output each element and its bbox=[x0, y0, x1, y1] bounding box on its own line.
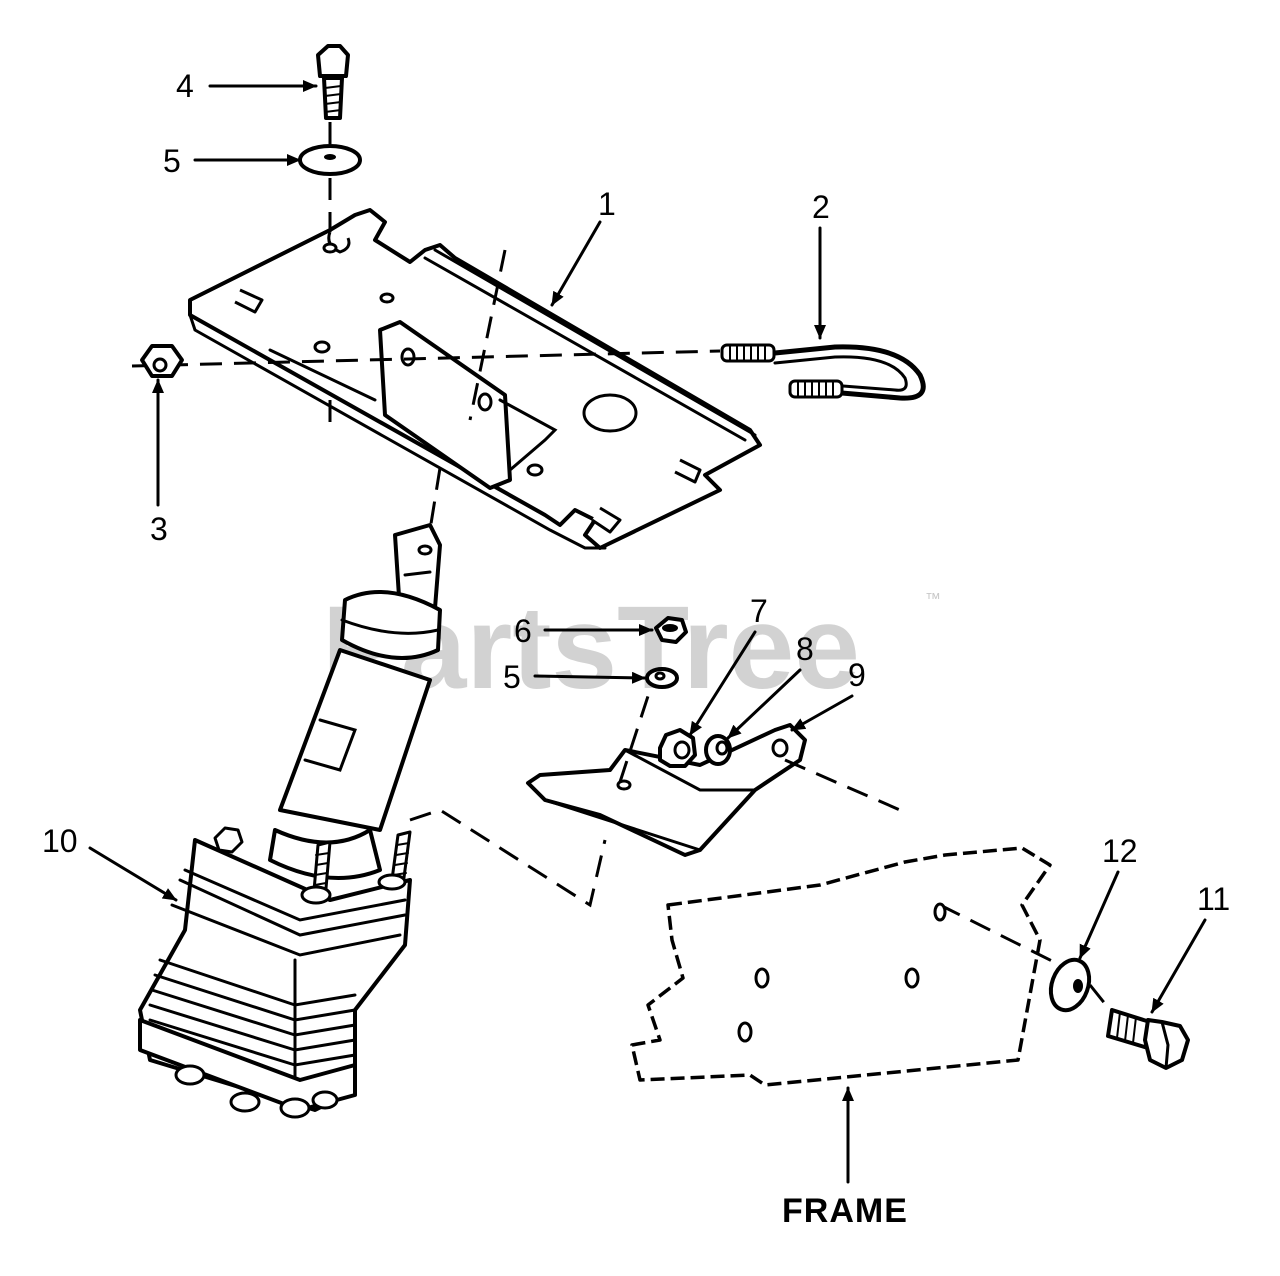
u-bolt-thread-upper bbox=[720, 343, 776, 363]
nut-6 bbox=[654, 616, 688, 644]
steering-gear-assembly bbox=[138, 523, 442, 1119]
callout-9: 9 bbox=[848, 657, 866, 693]
callout-3: 3 bbox=[150, 511, 168, 547]
u-bolt-thread-lower bbox=[788, 379, 844, 399]
stud-1 bbox=[300, 840, 332, 905]
callout-10: 10 bbox=[42, 823, 78, 859]
callout-2: 2 bbox=[812, 189, 830, 225]
lock-washer-8 bbox=[704, 734, 732, 766]
bracket-9 bbox=[526, 723, 807, 857]
callout-11: 11 bbox=[1197, 881, 1230, 917]
washer-12 bbox=[1048, 957, 1092, 1013]
washer-5-lower bbox=[645, 667, 679, 689]
callout-8: 8 bbox=[796, 631, 814, 667]
nut-7 bbox=[658, 728, 697, 768]
mounting-plate bbox=[188, 208, 762, 550]
u-bolt bbox=[720, 343, 926, 401]
callout-7: 7 bbox=[750, 593, 768, 629]
nut-top-left bbox=[213, 826, 244, 854]
callout-5-top: 5 bbox=[163, 143, 181, 179]
callout-5-lower: 5 bbox=[503, 659, 521, 695]
stud-2 bbox=[377, 830, 412, 891]
callout-12: 12 bbox=[1102, 833, 1138, 869]
bolt-11 bbox=[1106, 1008, 1190, 1070]
frame-label: FRAME bbox=[782, 1192, 908, 1230]
callout-6: 6 bbox=[514, 613, 532, 649]
washer-5-top bbox=[298, 144, 362, 176]
watermark-trademark: ™ bbox=[925, 591, 941, 608]
callouts: 4 5 1 2 3 6 5 7 8 9 10 12 bbox=[42, 68, 1230, 1230]
hex-nut-3 bbox=[140, 344, 184, 378]
frame-outline bbox=[630, 846, 1052, 1087]
callout-4: 4 bbox=[176, 68, 194, 104]
bolt-4 bbox=[316, 44, 350, 120]
callout-1: 1 bbox=[598, 186, 616, 222]
